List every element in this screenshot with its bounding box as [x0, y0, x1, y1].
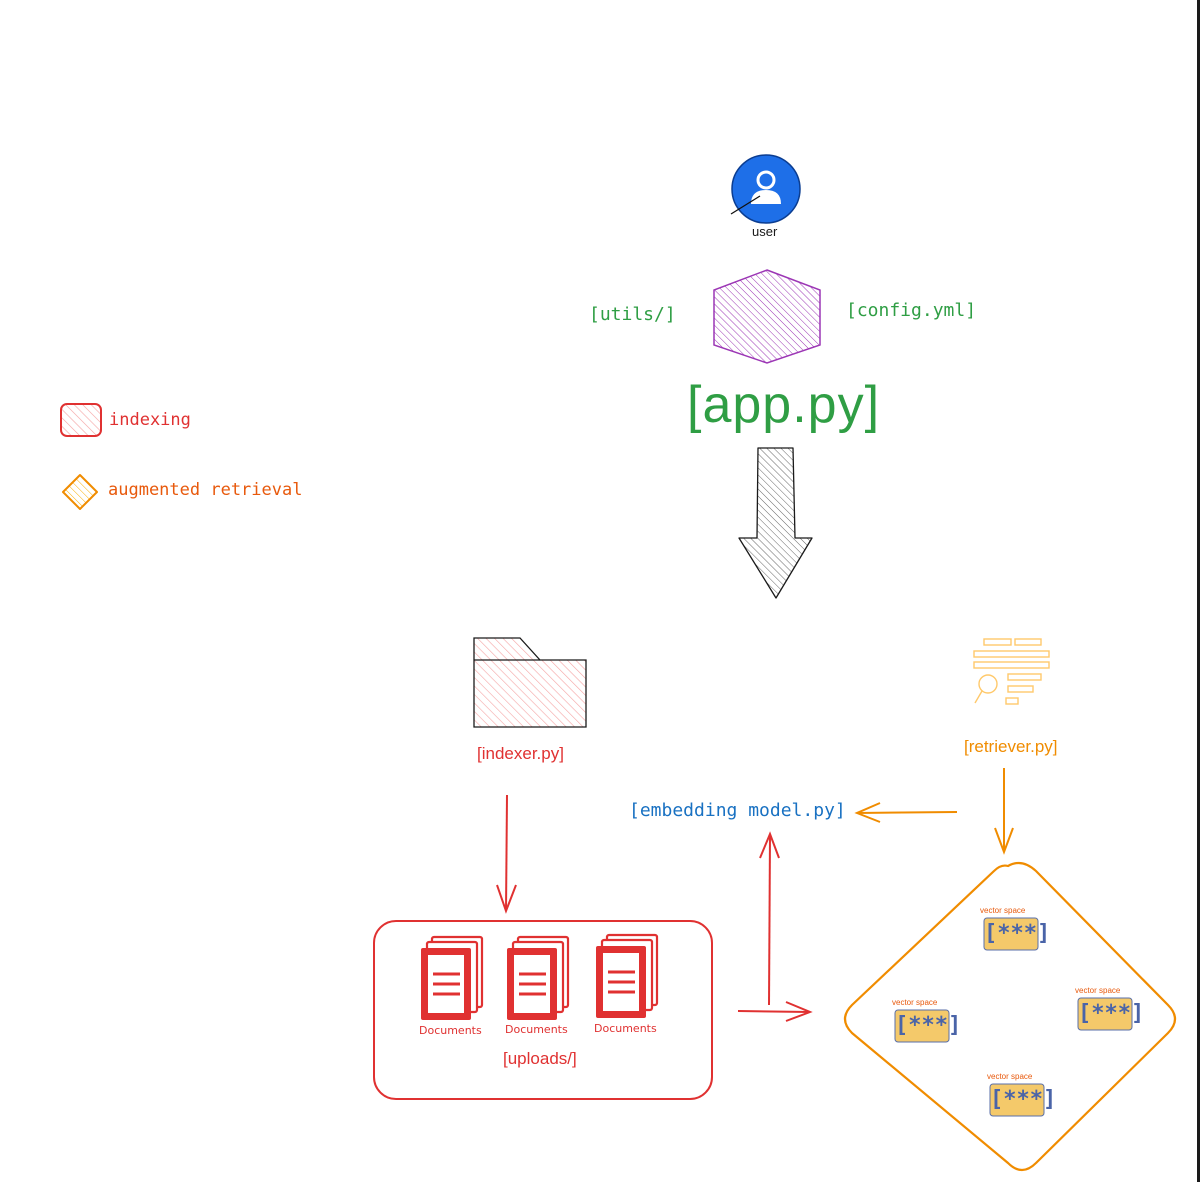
user-icon: [730, 154, 801, 224]
vector-store-diamond: [843, 861, 1177, 1172]
document-search-icon: [973, 638, 1050, 705]
app-hexagon: [713, 269, 821, 364]
retriever-to-embedding-arrow: [854, 802, 958, 823]
canvas-edge: [1197, 0, 1200, 1182]
utils-label: [utils/]: [589, 304, 676, 325]
vector-icon: [1077, 997, 1133, 1031]
vector-symbol: [***]: [990, 1087, 1057, 1112]
uploads-label: [uploads/]: [503, 1049, 577, 1068]
hatched-diamond-icon: [62, 474, 98, 510]
vector-symbol: [***]: [984, 921, 1051, 946]
legend-indexing-label: indexing: [109, 410, 191, 430]
document-stack-icon: [421, 935, 484, 1020]
uploads-to-embedding-arrow: [759, 831, 780, 1006]
legend-retrieval-label: augmented retrieval: [108, 480, 303, 500]
user-label: user: [752, 224, 778, 239]
app-title: [app.py]: [687, 376, 881, 434]
document-stack-icon: [596, 933, 659, 1018]
document-stack-icon: [507, 935, 570, 1020]
document-label: Documents: [419, 1024, 482, 1037]
uploads-container: [373, 920, 713, 1100]
embedding-label: [embedding model.py]: [629, 800, 846, 821]
vector-symbol: [***]: [895, 1013, 962, 1038]
document-label: Documents: [594, 1022, 657, 1035]
vector-caption: vector space: [980, 906, 1026, 915]
uploads-to-vector-arrow: [737, 1001, 813, 1022]
retriever-label: [retriever.py]: [964, 737, 1058, 756]
vector-symbol: [***]: [1078, 1001, 1145, 1026]
vector-caption: vector space: [1075, 986, 1121, 995]
hatched-rounded-square-icon: [60, 403, 102, 437]
retriever-to-vector-arrow: [994, 768, 1014, 855]
app-down-arrow: [738, 447, 813, 599]
folder-icon: [473, 637, 587, 728]
indexer-label: [indexer.py]: [477, 744, 564, 763]
document-label: Documents: [505, 1023, 568, 1036]
vector-caption: vector space: [892, 998, 938, 1007]
config-label: [config.yml]: [846, 300, 977, 321]
vector-caption: vector space: [987, 1072, 1033, 1081]
indexer-to-uploads-arrow: [496, 794, 517, 914]
vector-icon: [983, 917, 1039, 951]
vector-icon: [894, 1009, 950, 1043]
vector-icon: [989, 1083, 1045, 1117]
